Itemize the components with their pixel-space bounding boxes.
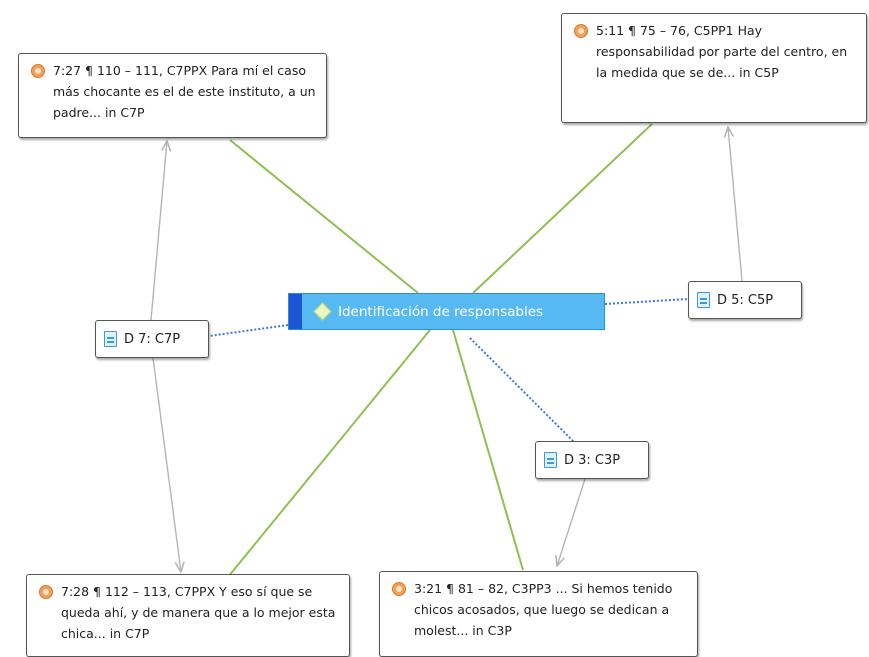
- quotation-icon: [31, 64, 45, 78]
- code-diamond-icon: [313, 302, 332, 321]
- link-d7-q728: [152, 357, 181, 572]
- link-code-d3: [469, 337, 575, 443]
- link-code-d5: [604, 298, 689, 305]
- document-label: D 5: C5P: [717, 292, 774, 308]
- document-icon: [104, 331, 117, 347]
- link-d5-q511: [728, 127, 743, 282]
- document-node-d7[interactable]: D 7: C7P: [95, 320, 209, 358]
- document-label: D 3: C3P: [564, 452, 621, 468]
- link-code-d7: [208, 324, 289, 337]
- document-icon: [697, 292, 710, 308]
- quotation-node-7-28[interactable]: 7:28 ¶ 112 – 113, C7PPX Y eso sí que se …: [26, 574, 350, 657]
- quotation-icon: [39, 585, 53, 599]
- code-node-identificacion[interactable]: Identificación de responsables: [288, 293, 605, 330]
- document-node-d3[interactable]: D 3: C3P: [535, 441, 649, 479]
- quotation-text: 3:21 ¶ 81 – 82, C3PP3 ... Si hemos tenid…: [414, 581, 673, 638]
- link-code-q321: [452, 329, 524, 571]
- link-d7-q727: [150, 141, 167, 321]
- quotation-text: 7:28 ¶ 112 – 113, C7PPX Y eso sí que se …: [61, 584, 336, 641]
- document-node-d5[interactable]: D 5: C5P: [688, 281, 802, 319]
- link-code-q728: [227, 329, 431, 578]
- code-node-accent: [289, 294, 302, 329]
- quotation-node-5-11[interactable]: 5:11 ¶ 75 – 76, C5PP1 Hay responsabilida…: [561, 13, 867, 123]
- link-code-q511: [472, 123, 653, 294]
- link-code-q727: [229, 139, 419, 294]
- document-icon: [544, 452, 557, 468]
- quotation-text: 5:11 ¶ 75 – 76, C5PP1 Hay responsabilida…: [596, 23, 848, 80]
- quotation-icon: [574, 24, 588, 38]
- quotation-node-7-27[interactable]: 7:27 ¶ 110 – 111, C7PPX Para mí el caso …: [18, 53, 327, 138]
- quotation-node-3-21[interactable]: 3:21 ¶ 81 – 82, C3PP3 ... Si hemos tenid…: [379, 571, 698, 657]
- document-label: D 7: C7P: [124, 331, 181, 347]
- quotation-text: 7:27 ¶ 110 – 111, C7PPX Para mí el caso …: [53, 63, 316, 120]
- quotation-icon: [392, 582, 406, 596]
- code-label: Identificación de responsables: [338, 303, 544, 320]
- link-d3-q321: [557, 478, 586, 566]
